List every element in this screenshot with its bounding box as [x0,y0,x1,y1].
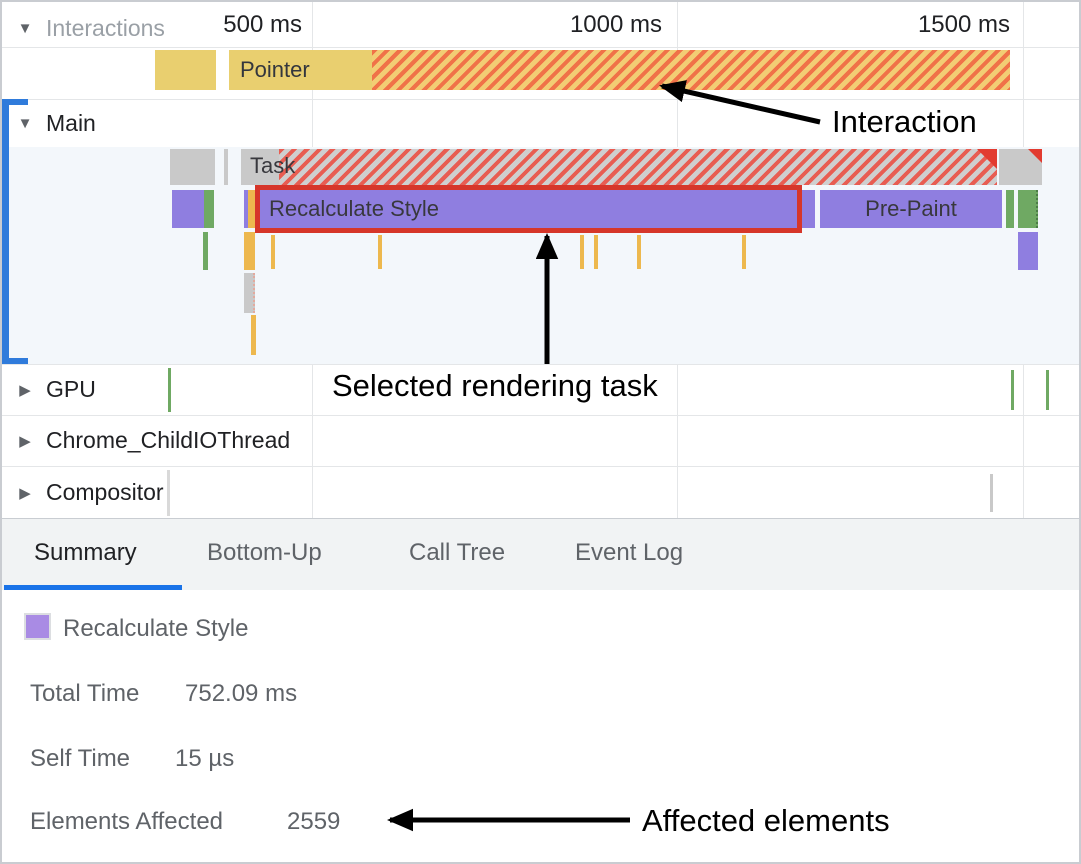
summary-row-value: 2559 [287,808,341,835]
track-header-chrome-childiothread[interactable]: ▶ Chrome_ChildIOThread [16,427,290,454]
active-tab-underline [4,585,182,590]
tab-bottom-up[interactable]: Bottom-Up [207,539,322,566]
selected-track-bracket-bottom [2,358,28,364]
script-event-tick[interactable] [594,235,598,269]
task-event-bar[interactable] [244,273,255,313]
script-event-bar[interactable] [248,190,255,228]
task-label: Task [250,153,296,178]
expand-triangle-icon[interactable]: ▶ [19,432,31,450]
long-task-hatch [279,149,997,185]
summary-row-label: Total Time [30,680,140,707]
long-task-bar[interactable]: Task [241,149,997,185]
gpu-event-tick[interactable] [1046,370,1049,410]
long-task-warning-icon [1028,149,1042,163]
script-event-tick[interactable] [742,235,746,269]
pre-paint-label: Pre-Paint [865,196,957,221]
pointer-interaction-bar[interactable]: Pointer [229,50,1010,90]
track-header-main[interactable]: ▼ Main [16,110,96,137]
pointer-interaction-label: Pointer [240,57,310,82]
summary-row-label: Elements Affected [30,808,224,835]
script-event-tick[interactable] [637,235,641,269]
interaction-over-budget-hatch [372,50,1010,90]
summary-row-value: 15 µs [175,745,235,772]
tab-call-tree[interactable]: Call Tree [409,539,506,566]
summary-event-title: Recalculate Style [63,615,249,642]
gpu-event-tick[interactable] [1011,370,1014,410]
paint-event-bar[interactable] [1006,190,1014,228]
selected-recalculate-style-bar[interactable]: Recalculate Style [255,185,802,233]
gpu-event-tick[interactable] [168,368,171,412]
script-event-tick[interactable] [271,235,275,269]
task-event-bar[interactable] [999,149,1042,185]
track-title-gpu: GPU [46,376,96,402]
script-event-tick[interactable] [378,235,382,269]
long-task-warning-icon [977,149,997,169]
compositor-event-tick[interactable] [167,470,170,516]
collapse-triangle-icon[interactable]: ▼ [17,115,33,132]
paint-event-bar[interactable] [204,190,214,228]
paint-event-tick[interactable] [203,232,208,270]
collapse-triangle-icon[interactable]: ▼ [17,20,33,37]
task-event-bar[interactable] [224,149,228,185]
tab-event-log[interactable]: Event Log [575,539,684,566]
track-header-compositor[interactable]: ▶ Compositor [16,479,164,506]
interaction-arrow [659,80,821,125]
script-event-tick[interactable] [580,235,584,269]
bottom-panel-tabbar: Summary Bottom-Up Call Tree Event Log [2,518,1079,590]
summary-row-label: Self Time [30,745,131,772]
track-header-interactions[interactable]: ▼ Interactions [16,15,165,42]
pre-paint-bar[interactable]: Pre-Paint [820,190,1002,228]
ruler-tick-500ms: 500 ms [223,11,302,38]
track-title-interactions: Interactions [46,15,165,41]
track-title-chrome-childiothread: Chrome_ChildIOThread [46,427,291,453]
selected-track-bracket-top [2,99,28,105]
track-header-gpu[interactable]: ▶ GPU [16,376,96,403]
interaction-event-bar[interactable] [155,50,216,90]
script-event-tick[interactable] [251,315,256,355]
tab-summary[interactable]: Summary [34,539,137,566]
event-color-swatch [24,613,51,640]
task-event-bar[interactable] [170,149,215,185]
style-event-bar[interactable] [1018,232,1038,270]
summary-row-value: 752.09 ms [185,680,298,707]
expand-triangle-icon[interactable]: ▶ [19,484,31,502]
ruler-tick-1500ms: 1500 ms [917,11,1010,38]
recalculate-style-label: Recalculate Style [269,196,439,221]
expand-triangle-icon[interactable]: ▶ [19,381,31,399]
style-event-bar[interactable] [802,190,815,228]
annotation-interaction: Interaction [832,104,977,139]
track-title-main: Main [46,110,96,136]
script-event-bar[interactable] [244,232,255,270]
style-event-bar[interactable] [172,190,204,228]
ruler-tick-1000ms: 1000 ms [569,11,662,38]
annotation-selected-task: Selected rendering task [332,368,658,403]
annotation-affected-elements: Affected elements [642,803,890,838]
selected-track-bracket [2,99,9,364]
compositor-event-tick[interactable] [990,474,993,512]
style-event-bar[interactable] [244,190,248,228]
track-title-compositor: Compositor [46,479,164,505]
paint-event-bar[interactable] [1018,190,1038,228]
